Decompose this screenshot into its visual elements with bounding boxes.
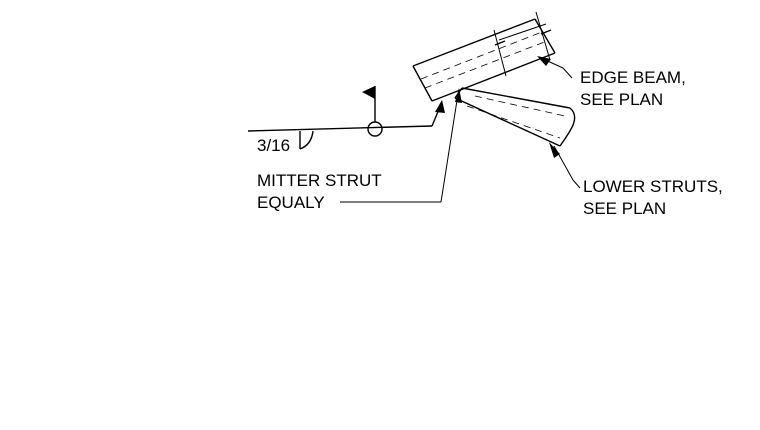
miter-strut-label-line2: EQUALY — [257, 193, 325, 212]
edge-beam-label-line2: SEE PLAN — [580, 90, 663, 109]
weld-size-label: 3/16 — [257, 136, 290, 155]
edge-beam-callout: EDGE BEAM, SEE PLAN — [537, 56, 686, 109]
weld-symbol — [247, 86, 445, 150]
dimension-marks — [493, 11, 552, 77]
field-weld-flag-icon — [362, 86, 375, 99]
miter-strut-label-line1: MITTER STRUT — [257, 171, 382, 190]
miter-strut-callout: MITTER STRUT EQUALY — [257, 88, 462, 212]
lower-struts-callout: LOWER STRUTS, SEE PLAN — [549, 142, 723, 218]
edge-beam-tube — [412, 18, 556, 102]
lower-struts-label-line1: LOWER STRUTS, — [583, 177, 723, 196]
edge-beam-label-line1: EDGE BEAM, — [580, 68, 686, 87]
lower-strut-tube — [454, 87, 576, 147]
lower-struts-label-line2: SEE PLAN — [583, 199, 666, 218]
weld-all-around-icon — [367, 121, 383, 137]
